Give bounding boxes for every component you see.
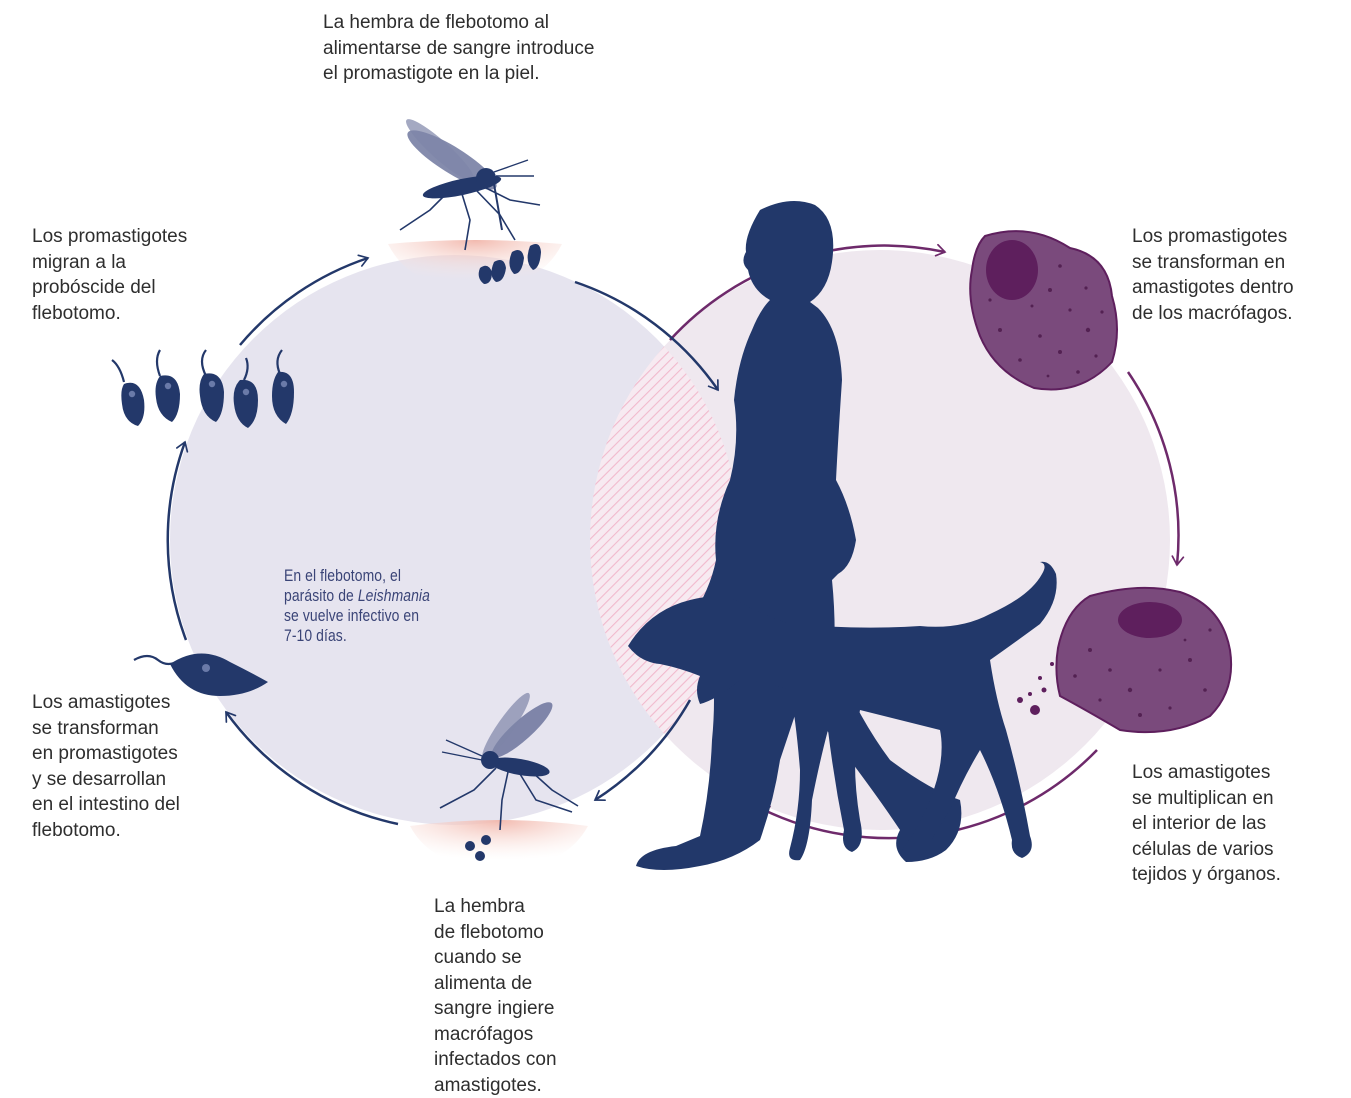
label-ingest: La hembra de flebotomo cuando se aliment… xyxy=(434,894,557,1098)
label-multiply: Los amastigotes se multiplican en el int… xyxy=(1132,760,1281,888)
center-note-line: se vuelve infectivo en xyxy=(284,606,430,626)
label-line: sangre ingiere xyxy=(434,996,557,1022)
label-line: Los amastigotes xyxy=(32,690,180,716)
label-line: amastigotes dentro xyxy=(1132,275,1294,301)
center-note-line: En el flebotomo, el xyxy=(284,566,430,586)
label-line: alimenta de xyxy=(434,971,557,997)
label-migrate-proboscis: Los promastigotes migran a la probóscide… xyxy=(32,224,187,326)
vector-cycle xyxy=(168,255,740,825)
center-note-genus: Leishmania xyxy=(358,586,430,605)
label-line: Los promastigotes xyxy=(32,224,187,250)
label-line: el interior de las xyxy=(1132,811,1281,837)
label-line: amastigotes. xyxy=(434,1073,557,1098)
label-bite-inject: La hembra de flebotomo al alimentarse de… xyxy=(323,10,594,87)
label-transform-gut: Los amastigotes se transforman en promas… xyxy=(32,690,180,843)
label-line: macrófagos xyxy=(434,1022,557,1048)
label-line: Los promastigotes xyxy=(1132,224,1294,250)
label-line: Los amastigotes xyxy=(1132,760,1281,786)
label-line: células de varios xyxy=(1132,837,1281,863)
label-line: migran a la xyxy=(32,250,187,276)
label-line: cuando se xyxy=(434,945,557,971)
label-line: La hembra de flebotomo al xyxy=(323,10,594,36)
center-note-line: parásito de Leishmania xyxy=(284,586,430,606)
label-line: probóscide del xyxy=(32,275,187,301)
label-line: se transforman xyxy=(32,716,180,742)
sandfly-top-icon xyxy=(400,113,540,250)
label-line: de flebotomo xyxy=(434,920,557,946)
center-note-line: 7-10 días. xyxy=(284,626,430,646)
label-line: flebotomo. xyxy=(32,818,180,844)
label-line: en el intestino del xyxy=(32,792,180,818)
label-line: el promastigote en la piel. xyxy=(323,61,594,87)
label-line: se multiplican en xyxy=(1132,786,1281,812)
label-line: en promastigotes xyxy=(32,741,180,767)
label-line: infectados con xyxy=(434,1047,557,1073)
label-line: La hembra xyxy=(434,894,557,920)
center-note-infective-period: En el flebotomo, el parásito de Leishman… xyxy=(284,566,430,646)
label-line: y se desarrollan xyxy=(32,767,180,793)
label-line: se transforman en xyxy=(1132,250,1294,276)
label-line: tejidos y órganos. xyxy=(1132,862,1281,888)
label-transform-macrophage: Los promastigotes se transforman en amas… xyxy=(1132,224,1294,326)
center-note-prefix: parásito de xyxy=(284,586,358,605)
label-line: flebotomo. xyxy=(32,301,187,327)
label-line: de los macrófagos. xyxy=(1132,301,1294,327)
label-line: alimentarse de sangre introduce xyxy=(323,36,594,62)
skin-patch-bottom xyxy=(410,820,588,870)
